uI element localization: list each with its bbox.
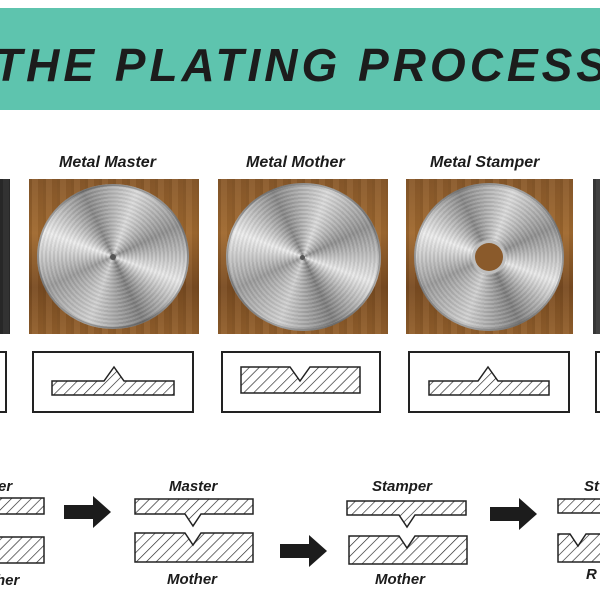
flow-label-left-top: er xyxy=(0,478,13,495)
profile-metal-stamper xyxy=(408,351,570,413)
flow-label-right-bottom: R xyxy=(586,566,597,583)
profile-box-cropped-right xyxy=(595,351,600,413)
title-banner: THE PLATING PROCESS xyxy=(0,8,600,110)
arrow-right-icon xyxy=(280,535,327,567)
photo-cropped-left xyxy=(0,179,10,334)
profile-box-cropped-left xyxy=(0,351,7,413)
flow-label-mother: Mother xyxy=(167,571,217,588)
arrow-right-icon xyxy=(64,496,111,528)
arrow-right-icon xyxy=(490,498,537,530)
flow-label-mother-2: Mother xyxy=(375,571,425,588)
photo-metal-stamper xyxy=(406,179,573,334)
profile-metal-mother xyxy=(221,351,381,413)
flow-pair-master-mother xyxy=(134,498,254,563)
profile-metal-master xyxy=(32,351,194,413)
disc-center-hole xyxy=(475,243,503,271)
caption-metal-stamper: Metal Stamper xyxy=(430,154,540,171)
profile-diagrams xyxy=(0,351,600,413)
disc-spindle xyxy=(300,255,305,260)
disc-spindle xyxy=(110,254,116,260)
flow-pair-right xyxy=(557,498,600,563)
flow-label-master: Master xyxy=(169,478,218,495)
flow-label-stamper: Stamper xyxy=(372,478,433,495)
flow-label-left-bottom: her xyxy=(0,572,20,589)
photo-metal-master xyxy=(29,179,199,334)
caption-metal-master: Metal Master xyxy=(59,154,156,171)
photo-metal-mother xyxy=(218,179,388,334)
flow-label-right-top: St xyxy=(584,478,599,495)
flow-pair-left xyxy=(0,497,45,564)
process-flow xyxy=(0,496,600,567)
page-title: THE PLATING PROCESS xyxy=(0,39,600,91)
photo-cropped-right xyxy=(593,179,600,334)
flow-pair-stamper-mother xyxy=(346,500,468,565)
caption-metal-mother: Metal Mother xyxy=(246,154,345,171)
